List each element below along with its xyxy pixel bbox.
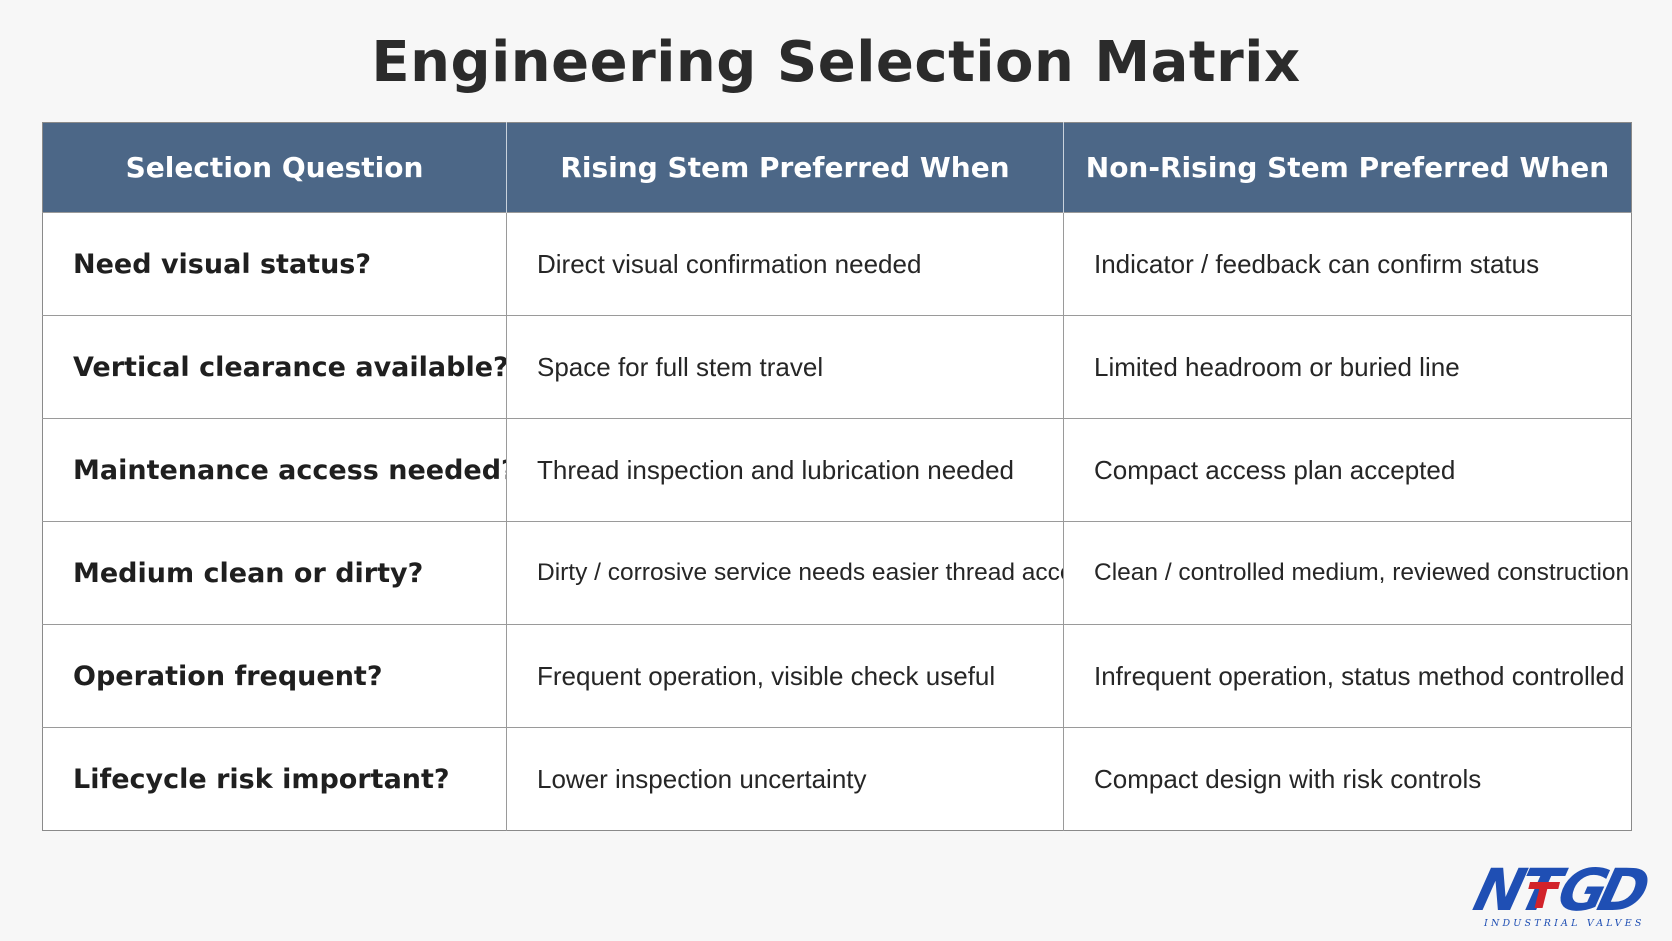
row-rising-stem-cell: Lower inspection uncertainty [506,727,1064,831]
row-rising-stem-cell: Frequent operation, visible check useful [506,624,1064,728]
row-question: Medium clean or dirty? [42,521,507,625]
logo-red-stem [1534,882,1550,908]
row-rising-stem-cell: Thread inspection and lubrication needed [506,418,1064,522]
table-header-row: Selection Question Rising Stem Preferred… [42,122,1632,213]
row-non-rising-stem-cell: Infrequent operation, status method cont… [1063,624,1632,728]
row-non-rising-stem-cell: Clean / controlled medium, reviewed cons… [1063,521,1632,625]
column-header-non-rising-stem: Non-Rising Stem Preferred When [1063,122,1632,213]
row-non-rising-stem-cell: Compact design with risk controls [1063,727,1632,831]
table-row: Lifecycle risk important? Lower inspecti… [42,727,1632,831]
table-row: Medium clean or dirty? Dirty / corrosive… [42,521,1632,625]
row-rising-stem-cell: Direct visual confirmation needed [506,212,1064,316]
table-row: Vertical clearance available? Space for … [42,315,1632,419]
row-non-rising-stem-cell: Compact access plan accepted [1063,418,1632,522]
table-row: Operation frequent? Frequent operation, … [42,624,1632,728]
row-question: Lifecycle risk important? [42,727,507,831]
row-non-rising-stem-cell: Limited headroom or buried line [1063,315,1632,419]
column-header-rising-stem: Rising Stem Preferred When [506,122,1064,213]
selection-matrix-table: Selection Question Rising Stem Preferred… [42,122,1632,831]
row-non-rising-stem-cell: Indicator / feedback can confirm status [1063,212,1632,316]
ntgd-logo: N T G D INDUSTRIAL VALVES [1470,858,1657,929]
row-rising-stem-cell: Space for full stem travel [506,315,1064,419]
table-row: Need visual status? Direct visual confir… [42,212,1632,316]
row-question: Operation frequent? [42,624,507,728]
logo-tagline: INDUSTRIAL VALVES [1483,918,1645,929]
page-title: Engineering Selection Matrix [371,30,1301,95]
table-row: Maintenance access needed? Thread inspec… [42,418,1632,522]
row-question: Vertical clearance available? [42,315,507,419]
row-question: Maintenance access needed? [42,418,507,522]
row-question: Need visual status? [42,212,507,316]
column-header-selection-question: Selection Question [42,122,507,213]
row-rising-stem-cell: Dirty / corrosive service needs easier t… [506,521,1064,625]
